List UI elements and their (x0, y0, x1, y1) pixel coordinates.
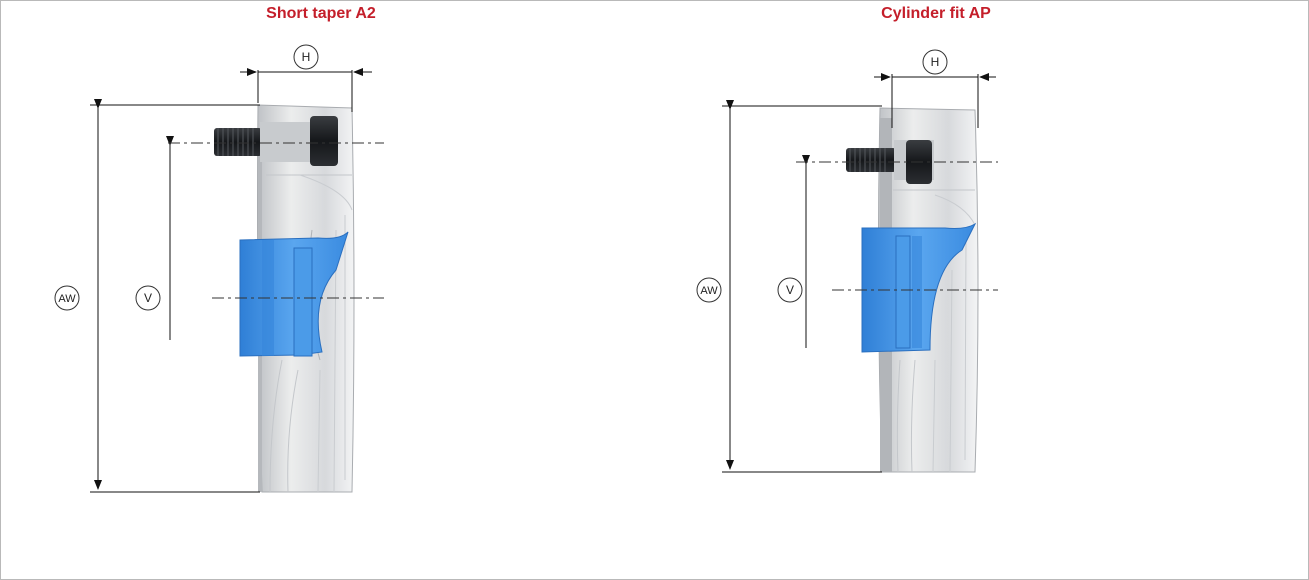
svg-text:H: H (302, 50, 311, 64)
svg-text:AW: AW (700, 285, 718, 297)
label-aw: AW (54, 285, 80, 311)
jaw-blue (239, 231, 349, 357)
label-h: H (293, 44, 319, 70)
dimension-lines (722, 73, 996, 473)
dimension-lines (90, 68, 372, 493)
diagram-cylinder-fit-ap: H V AW (696, 49, 998, 473)
diagram-short-taper-a2: H V AW (54, 44, 384, 493)
center-lines (168, 142, 384, 299)
label-h: H (922, 49, 948, 75)
title-cylinder-fit-ap: Cylinder fit AP (881, 5, 991, 22)
label-v: V (777, 277, 803, 303)
svg-text:V: V (144, 291, 152, 305)
title-short-taper-a2: Short taper A2 (266, 5, 376, 22)
screw (214, 116, 338, 166)
center-lines (796, 161, 998, 291)
label-aw: AW (696, 277, 722, 303)
label-v: V (135, 285, 161, 311)
svg-text:AW: AW (58, 293, 76, 305)
svg-text:V: V (786, 283, 794, 297)
jaw-blue (861, 222, 977, 353)
svg-text:H: H (931, 55, 940, 69)
